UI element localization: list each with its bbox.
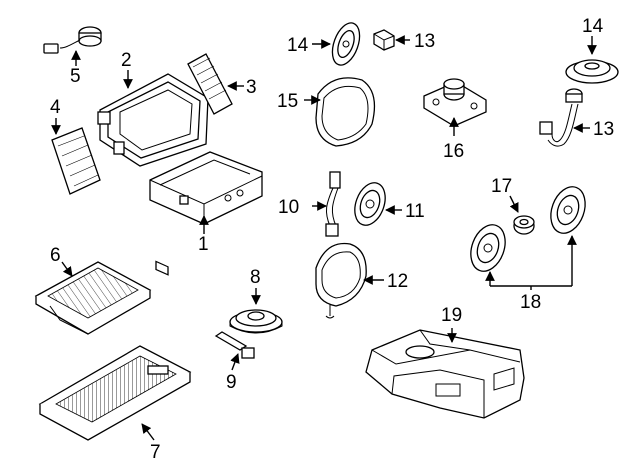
callout-9: 9: [226, 372, 237, 393]
clip-part-13-top: [373, 29, 395, 51]
callout-6: 6: [50, 245, 61, 266]
speaker-part-8: [229, 309, 283, 334]
magnet-part-17: [513, 215, 535, 235]
callout-3: 3: [246, 77, 257, 98]
callout-18: 18: [520, 292, 541, 313]
callout-14-right: 14: [582, 16, 604, 37]
receiver-part-6: [34, 261, 152, 335]
callout-5: 5: [70, 66, 81, 87]
callout-4: 4: [50, 97, 61, 118]
callout-10: 10: [278, 197, 299, 218]
callout-14-left: 14: [287, 35, 309, 56]
display-unit-part-2: [97, 73, 209, 167]
wire-harness-part-5: [43, 26, 102, 54]
callout-2: 2: [121, 50, 132, 71]
tweeter-part-14-left: [331, 22, 361, 66]
mount-bracket-part-16: [423, 78, 487, 127]
amplifier-part-7: [38, 345, 192, 441]
callout-16: 16: [443, 141, 464, 162]
callout-13-top: 13: [414, 31, 435, 52]
callout-1: 1: [198, 234, 209, 255]
callout-13-right: 13: [593, 119, 614, 140]
connector-part-9: [214, 331, 255, 359]
callout-15: 15: [277, 91, 298, 112]
head-unit-part-1: [149, 151, 263, 276]
callout-19: 19: [441, 305, 462, 326]
callout-8: 8: [250, 267, 261, 288]
subwoofer-enclosure-part-19: [365, 329, 525, 419]
callout-7: 7: [150, 442, 161, 463]
speaker-pair-part-18: [470, 186, 586, 272]
callout-12: 12: [387, 271, 408, 292]
speaker-part-14-right: [565, 59, 619, 84]
woofer-part-12: [315, 242, 367, 319]
tweeter-part-11: [354, 182, 386, 226]
bracket-part-3: [187, 53, 233, 115]
callout-11: 11: [405, 201, 425, 222]
module-part-4: [51, 127, 101, 195]
speaker-grille-part-15: [315, 77, 376, 147]
cable-part-10: [325, 171, 341, 237]
callout-17: 17: [491, 176, 512, 197]
cable-part-13-right: [539, 88, 583, 147]
